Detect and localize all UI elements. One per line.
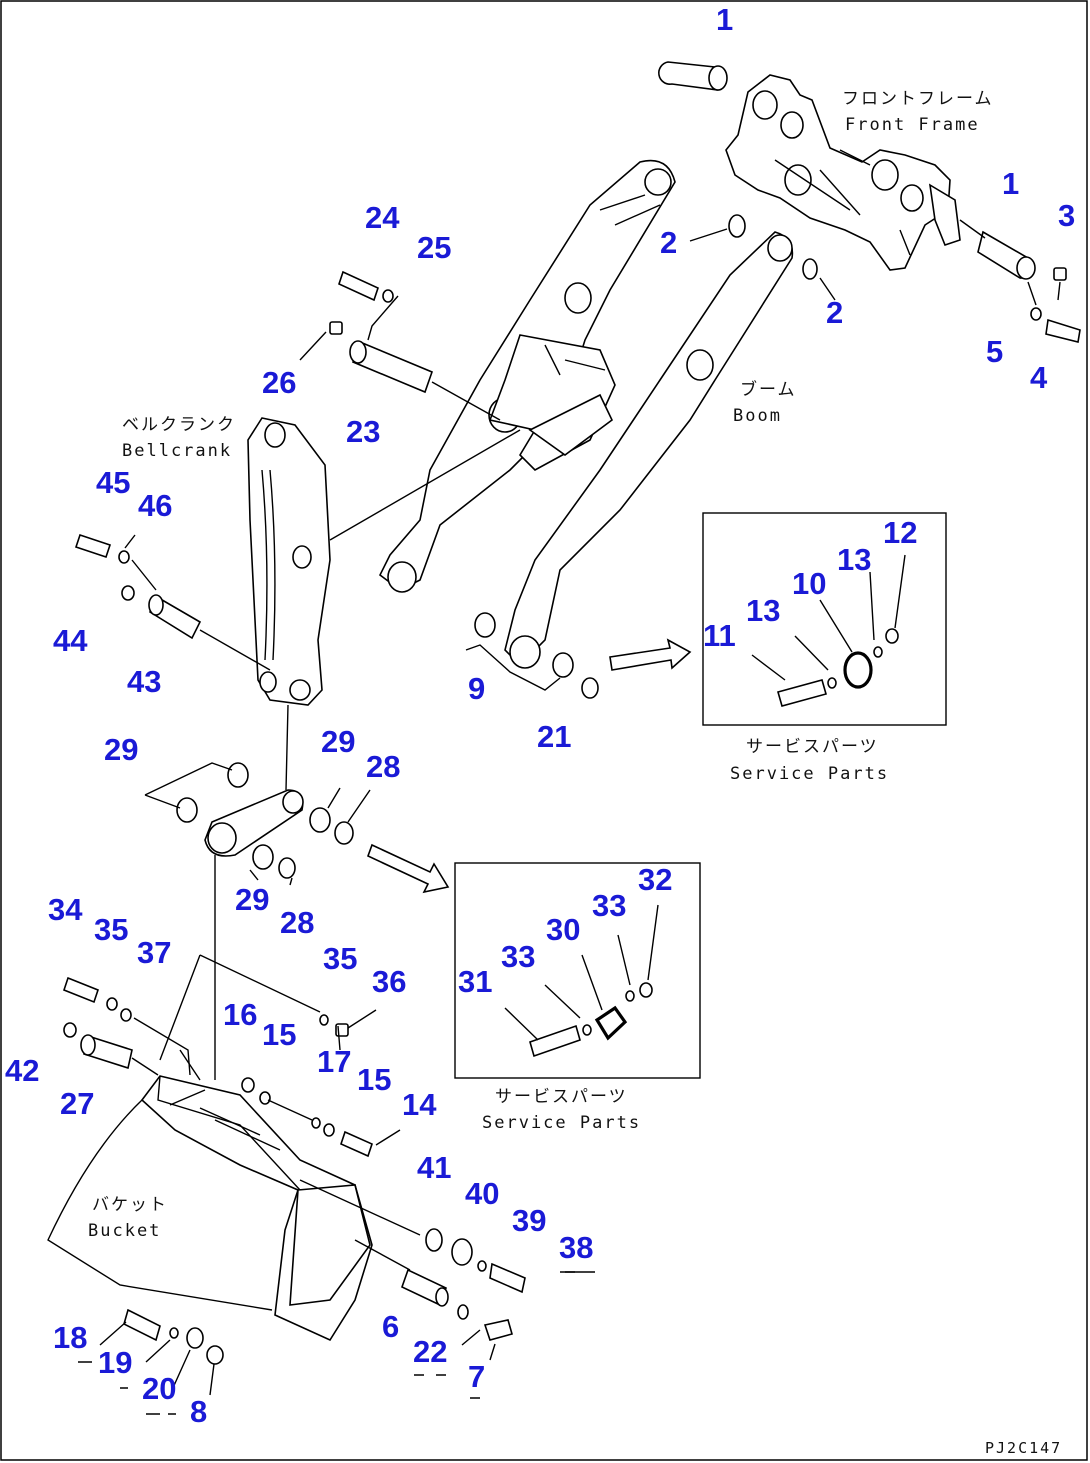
callout-41: 41: [417, 1150, 451, 1185]
arrow-icon: [366, 843, 450, 894]
callout-26: 26: [262, 365, 296, 400]
callout-14: 14: [402, 1087, 437, 1122]
drawing-code: PJ2C147: [985, 1439, 1062, 1457]
callout-6: 6: [382, 1309, 399, 1344]
callout-numbers: 1 1 2 2 3 4 5 24 25 26 23 45 46 44 43 9 …: [5, 2, 1075, 1429]
pin-1-top: [658, 61, 728, 91]
callout-40: 40: [465, 1176, 499, 1211]
callout-42: 42: [5, 1053, 39, 1088]
callout-37: 37: [137, 935, 171, 970]
callout-2-left: 2: [660, 225, 677, 260]
callout-2-right: 2: [826, 295, 843, 330]
callout-11: 11: [703, 618, 736, 653]
callout-24: 24: [365, 200, 400, 235]
callout-7: 7: [468, 1359, 485, 1394]
callout-12: 12: [883, 515, 917, 550]
callout-21: 21: [537, 719, 571, 754]
callout-38: 38: [559, 1230, 593, 1265]
callout-44: 44: [53, 623, 88, 658]
pin-1-right: [959, 219, 1036, 280]
callout-46: 46: [138, 488, 172, 523]
callout-1-right: 1: [1002, 166, 1019, 201]
callout-32: 32: [638, 862, 672, 897]
bucket-label-jp: バケット: [92, 1195, 168, 1215]
callout-39: 39: [512, 1203, 546, 1238]
callout-9: 9: [468, 671, 485, 706]
service-parts-2-label-jp: サービスパーツ: [495, 1087, 628, 1107]
callout-34: 34: [48, 892, 83, 927]
callout-33-upper: 33: [592, 888, 626, 923]
callout-20: 20: [142, 1371, 176, 1406]
service-parts-2-label-en: Service Parts: [482, 1113, 641, 1133]
pin-6: [401, 1268, 449, 1307]
callout-13-upper: 13: [837, 542, 871, 577]
callout-3: 3: [1058, 198, 1075, 233]
callout-45: 45: [96, 465, 130, 500]
callout-31: 31: [458, 964, 492, 999]
callout-35-left: 35: [94, 912, 128, 947]
callout-8: 8: [190, 1394, 207, 1429]
callout-28-top: 28: [366, 749, 400, 784]
bucket-label-en: Bucket: [88, 1221, 161, 1241]
service-parts-box-2: [454, 862, 701, 1079]
callout-33-lower: 33: [501, 939, 535, 974]
callout-27: 27: [60, 1086, 94, 1121]
callout-22: 22: [413, 1334, 447, 1369]
pin-43: [148, 594, 271, 671]
callout-15-upper: 15: [262, 1017, 296, 1052]
service-parts-1-label-jp: サービスパーツ: [746, 737, 879, 757]
bellcrank-label-jp: ベルクランク: [122, 415, 236, 435]
bucket-drawing: [47, 954, 373, 1342]
callout-43: 43: [127, 664, 161, 699]
callout-18: 18: [53, 1320, 87, 1355]
front-frame-label-en: Front Frame: [845, 115, 980, 135]
front-frame-drawing: [725, 74, 961, 271]
boom-label-jp: ブーム: [740, 379, 797, 400]
callout-30: 30: [546, 912, 580, 947]
callout-15-lower: 15: [357, 1062, 391, 1097]
callout-1-top: 1: [716, 2, 733, 37]
callout-13-lower: 13: [746, 593, 780, 628]
callout-10: 10: [792, 566, 826, 601]
callout-4: 4: [1030, 360, 1048, 395]
callout-19: 19: [98, 1345, 132, 1380]
callout-35-right: 35: [323, 941, 357, 976]
callout-16: 16: [223, 997, 257, 1032]
callout-17: 17: [317, 1044, 351, 1079]
link-drawing: [144, 704, 371, 1080]
pin-23: [349, 340, 501, 421]
bellcrank-drawing: [247, 417, 521, 706]
service-parts-box-1: [702, 512, 947, 726]
callout-29-top: 29: [104, 732, 138, 767]
callout-5: 5: [986, 334, 1003, 369]
pin-27: [80, 1034, 159, 1076]
callout-29-bottom: 29: [235, 882, 269, 917]
callout-28-bottom: 28: [280, 905, 314, 940]
callout-36: 36: [372, 964, 406, 999]
service-parts-1-label-en: Service Parts: [730, 764, 889, 784]
callout-23: 23: [346, 414, 380, 449]
boom-drawing: [378, 159, 794, 669]
arrow-icon: [609, 638, 692, 671]
boom-label-en: Boom: [733, 406, 782, 426]
front-frame-label-jp: フロントフレーム: [842, 89, 994, 109]
callout-25: 25: [417, 230, 451, 265]
bellcrank-label-en: Bellcrank: [122, 441, 232, 461]
callout-29-right: 29: [321, 724, 355, 759]
